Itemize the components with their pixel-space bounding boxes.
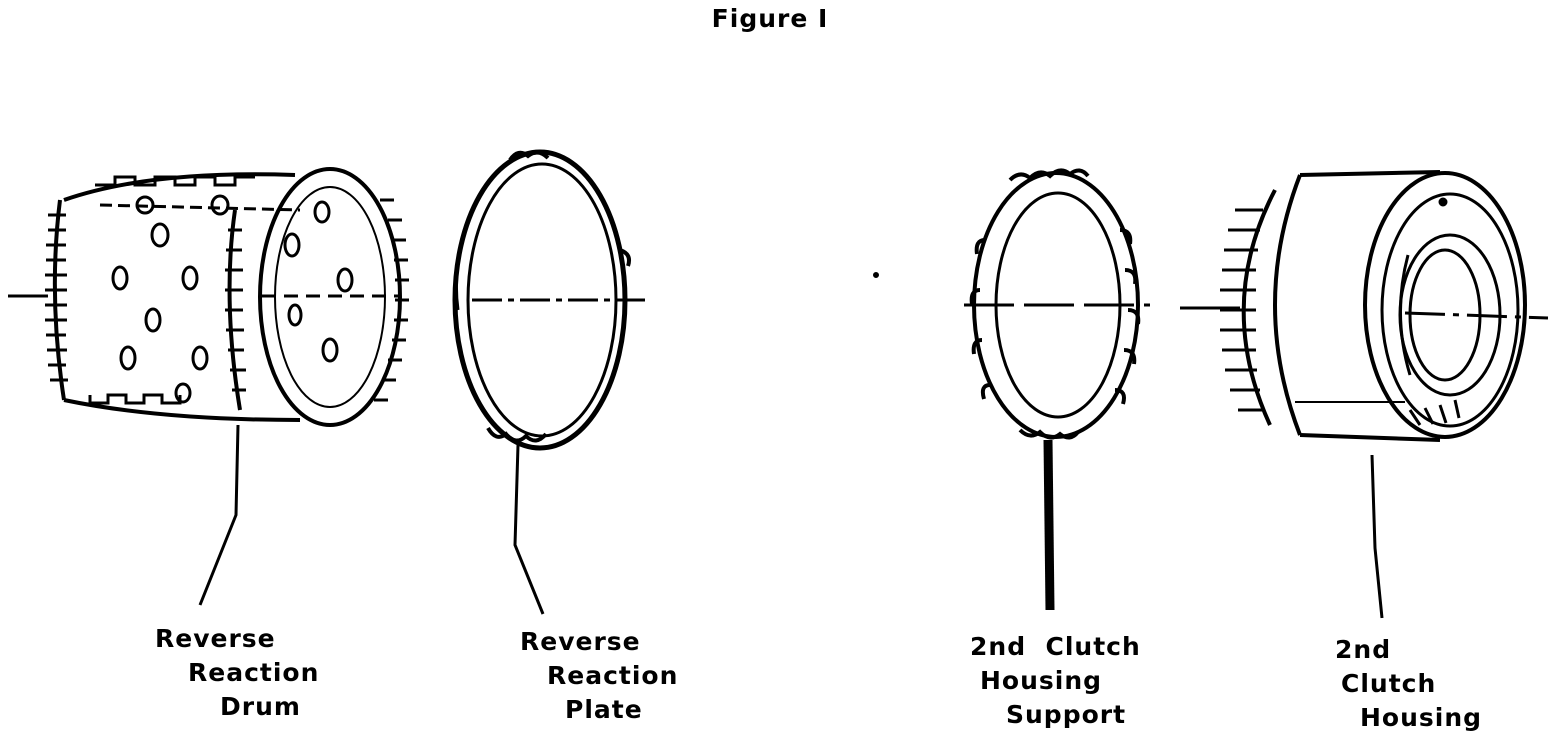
label-line: Reaction (188, 658, 320, 687)
label-line: Housing (980, 666, 1103, 695)
label-line: Reverse (155, 624, 276, 653)
second-clutch-housing-support-drawing (873, 168, 1150, 611)
reverse-reaction-plate-drawing (452, 149, 645, 615)
label-reverse-reaction-drum: Reverse Reaction Drum (155, 622, 318, 724)
label-line: Reaction (547, 661, 679, 690)
label-line: 2nd (1335, 635, 1392, 664)
label-line: Clutch (1341, 669, 1437, 698)
label-second-clutch-housing: 2nd Clutch Housing (1335, 633, 1481, 735)
label-second-clutch-housing-support: 2nd Clutch Housing Support (970, 630, 1141, 732)
figure-title: Figure I (711, 4, 829, 33)
label-line: Support (1006, 700, 1127, 729)
label-line: Housing (1360, 703, 1483, 732)
label-line: 2nd Clutch (970, 632, 1141, 661)
label-reverse-reaction-plate: Reverse Reaction Plate (520, 625, 677, 727)
label-line: Plate (565, 695, 643, 724)
label-line: Drum (220, 692, 301, 721)
reverse-reaction-drum-drawing (8, 167, 409, 606)
second-clutch-housing-drawing (1180, 170, 1549, 619)
label-line: Reverse (520, 627, 641, 656)
